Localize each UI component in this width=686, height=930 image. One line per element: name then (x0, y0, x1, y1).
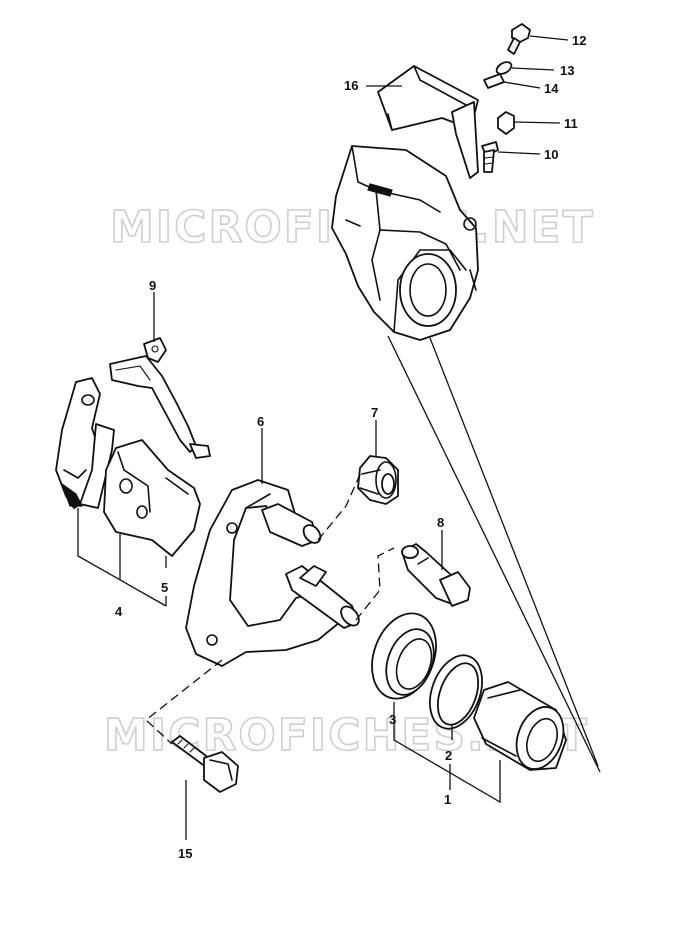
part-8-slide-pin (401, 543, 471, 607)
caliper-body (331, 145, 479, 341)
part-10-bleeder-valve (481, 141, 499, 173)
callout-4: 4 (115, 604, 123, 619)
callout-10: 10 (544, 147, 558, 162)
part-14-spring-washer (483, 73, 505, 89)
callout-2: 2 (445, 748, 452, 763)
callout-13: 13 (560, 63, 574, 78)
callout-15: 15 (178, 846, 192, 861)
callout-labels: 12 13 14 16 11 10 9 7 6 8 5 4 3 2 1 15 (115, 33, 586, 861)
part-2-piston-seal (429, 654, 483, 730)
callout-1: 1 (444, 792, 451, 807)
part-16-cover-plate (377, 65, 479, 179)
leader-lines (77, 35, 601, 840)
part-9-pad-spring (109, 337, 211, 459)
part-3-dust-seal (371, 612, 437, 700)
part-6-caliper-bracket (185, 479, 360, 667)
callout-8: 8 (437, 515, 444, 530)
part-4-brake-pad (55, 377, 115, 509)
callout-3: 3 (389, 712, 396, 727)
part-15-mounting-bolt (171, 735, 239, 793)
callout-7: 7 (371, 405, 378, 420)
part-12-screw (507, 23, 531, 55)
part-13-washer (495, 61, 513, 75)
callout-6: 6 (257, 414, 264, 429)
callout-5: 5 (161, 580, 168, 595)
part-1-piston (473, 681, 567, 771)
part-7-pin-boot (357, 455, 399, 505)
callout-9: 9 (149, 278, 156, 293)
part-11-bleeder-cap (497, 111, 515, 135)
callout-12: 12 (572, 33, 586, 48)
callout-11: 11 (564, 116, 578, 131)
callout-16: 16 (344, 78, 358, 93)
callout-14: 14 (544, 81, 559, 96)
part-5-brake-pad (103, 439, 201, 557)
